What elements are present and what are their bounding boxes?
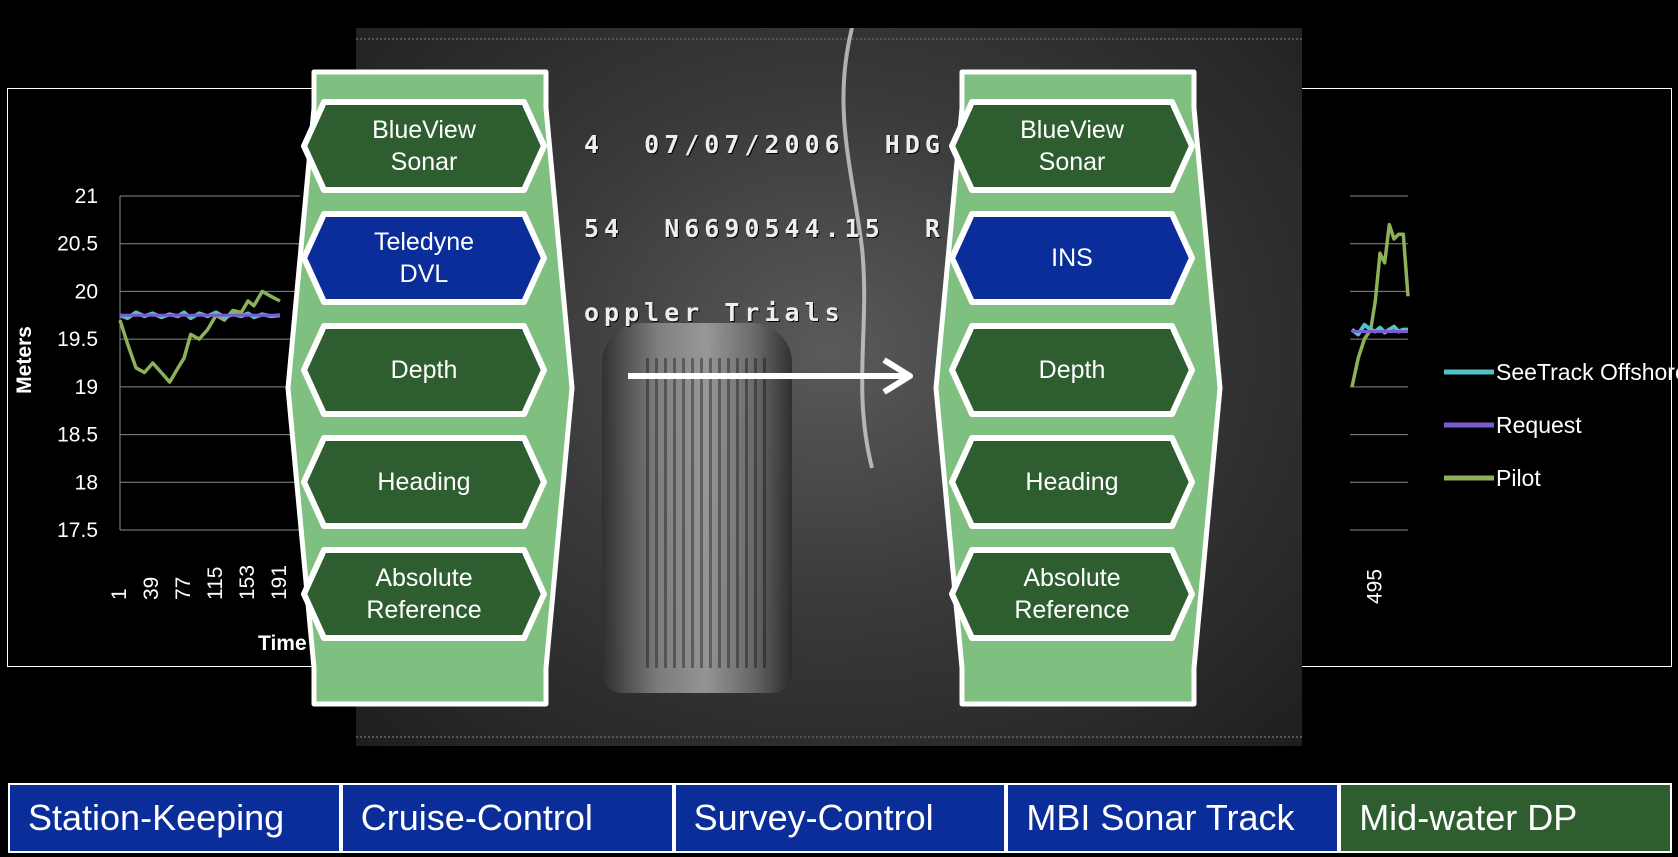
sensor-block: BlueView Sonar — [948, 98, 1196, 194]
y-tick-label: 17.5 — [57, 519, 98, 542]
sensor-label: BlueView Sonar — [1020, 116, 1124, 176]
pilot-series-line — [118, 289, 281, 384]
sensor-hex-shape — [301, 547, 547, 641]
overlay-line: 4 07/07/2006 HDG — [584, 130, 945, 159]
sensor-block: BlueView Sonar — [300, 98, 548, 194]
mode-button[interactable]: MBI Sonar Track — [1006, 783, 1340, 853]
pilot-series-line — [1350, 222, 1410, 388]
sensor-hex-shape — [301, 211, 547, 305]
sensor-hex-shape — [301, 323, 547, 417]
legend-label: Pilot — [1496, 465, 1541, 491]
y-tick-label: 18.5 — [57, 424, 98, 447]
sensor-block: Heading — [948, 434, 1196, 530]
sensor-hex-shape — [301, 435, 547, 529]
y-tick-label: 20.5 — [57, 233, 98, 256]
x-tick-label: 1 — [108, 588, 131, 600]
video-telemetry-overlay: 4 07/07/2006 HDG 54 N6690544.15 R oppler… — [584, 75, 945, 383]
y-tick-label: 19 — [75, 376, 98, 399]
sensor-hex-shape — [301, 99, 547, 193]
sensor-hex-shape — [949, 211, 1195, 305]
x-tick-label: 153 — [236, 565, 259, 600]
x-tick-label: 39 — [140, 577, 163, 600]
overlay-line: 54 N6690544.15 R — [584, 214, 945, 243]
legend-label: Request — [1496, 412, 1582, 438]
sensor-block: Absolute Reference — [300, 546, 548, 642]
sensor-block: Teledyne DVL — [300, 210, 548, 306]
y-tick-label: 19.5 — [57, 328, 98, 351]
sensor-block: Heading — [300, 434, 548, 530]
sensor-label: Depth — [1038, 356, 1106, 384]
y-tick-label: 18 — [75, 471, 98, 494]
y-axis-title: Meters — [13, 326, 36, 394]
depth-chart: 21 20.5 20 19.5 19 18.5 18 17.5 1 39 77 115 153 191 49… — [13, 185, 1678, 655]
mode-button[interactable]: Mid-water DP — [1339, 783, 1672, 853]
y-tick-label: 20 — [75, 280, 98, 303]
rov-vehicle — [602, 323, 792, 693]
sensor-label: Absolute Reference — [1014, 564, 1130, 624]
x-tick-label: 495 — [1363, 569, 1386, 604]
sensor-label: Teledyne DVL — [373, 228, 475, 288]
rov-frame-rack — [646, 358, 766, 668]
mode-button[interactable]: Station-Keeping — [8, 783, 341, 853]
sensor-block: Absolute Reference — [948, 546, 1196, 642]
x-tick-label: 77 — [172, 577, 195, 600]
sensor-label: Heading — [377, 468, 471, 496]
sensor-block: Depth — [300, 322, 548, 418]
sensor-label: Heading — [1025, 468, 1119, 496]
sensor-block: INS — [948, 210, 1196, 306]
video-scanline — [356, 736, 1302, 738]
sensor-hex-shape — [949, 99, 1195, 193]
sensor-block: Depth — [948, 322, 1196, 418]
sensor-hex-shape — [949, 323, 1195, 417]
transition-arrow-icon — [628, 357, 913, 395]
x-tick-label: 115 — [204, 567, 227, 600]
sensor-label: Absolute Reference — [366, 564, 482, 624]
y-tick-label: 21 — [75, 185, 98, 208]
x-tick-label: 191 — [268, 565, 291, 600]
tether-cable — [841, 28, 874, 469]
video-scanline — [356, 38, 1302, 40]
sensor-label: INS — [1051, 244, 1093, 272]
overlay-line: oppler Trials — [584, 298, 845, 327]
legend-label: SeeTrack Offshore — [1496, 359, 1678, 385]
mode-button[interactable]: Survey-Control — [673, 783, 1007, 853]
sensor-label: Depth — [390, 356, 458, 384]
x-axis-title: Time — [258, 632, 307, 655]
mode-button[interactable]: Cruise-Control — [340, 783, 674, 853]
sensor-label: BlueView Sonar — [372, 116, 476, 176]
sensor-hex-shape — [949, 547, 1195, 641]
sensor-hex-shape — [949, 435, 1195, 529]
